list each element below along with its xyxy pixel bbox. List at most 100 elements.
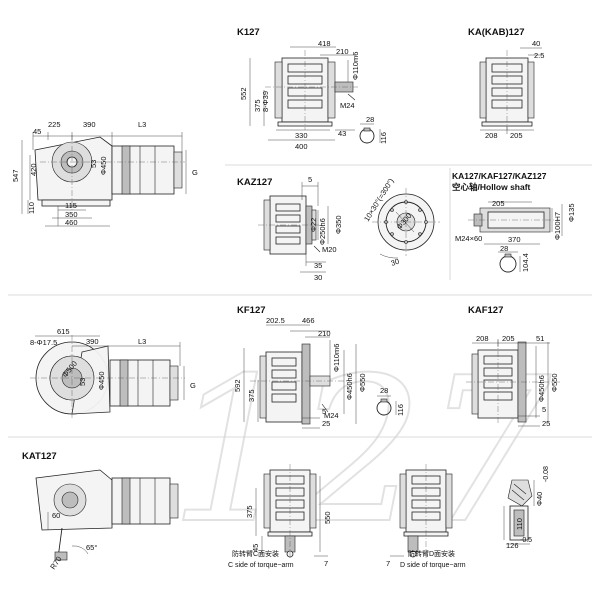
svg-text:45: 45 [33, 127, 41, 136]
svg-text:208: 208 [476, 334, 489, 343]
svg-text:G: G [190, 381, 196, 390]
svg-text:-0.08: -0.08 [543, 466, 550, 482]
svg-text:51: 51 [536, 334, 544, 343]
kat127-d-dims: 7 防转臂D面安装 D side of torque−arm [386, 549, 466, 569]
k127-shaft-detail [359, 123, 381, 144]
svg-text:40: 40 [532, 39, 540, 48]
left-top-dims: 45 225 390 L3 547 420 53 Φ450 G 110 115 … [11, 120, 198, 227]
hollow-dims: 205 Φ135 Φ100H7 M24×60 370 28 104.4 [455, 199, 576, 272]
svg-text:45: 45 [251, 544, 260, 552]
svg-text:Φ550: Φ550 [358, 374, 367, 393]
svg-text:Φ22: Φ22 [309, 218, 318, 232]
kaf127-view [466, 339, 560, 427]
svg-text:M24: M24 [324, 411, 339, 420]
svg-text:552: 552 [239, 87, 248, 100]
svg-text:G: G [192, 168, 198, 177]
svg-text:-0.5: -0.5 [520, 537, 532, 544]
svg-text:28: 28 [380, 386, 388, 395]
svg-text:28: 28 [366, 115, 374, 124]
svg-text:8-Φ17.5: 8-Φ17.5 [30, 338, 57, 347]
svg-text:65°: 65° [86, 543, 97, 552]
svg-text:116: 116 [379, 132, 388, 144]
k127-title: K127 [237, 27, 260, 38]
kat127-left-view [35, 469, 179, 561]
svg-text:Φ550: Φ550 [550, 374, 559, 393]
svg-text:225: 225 [48, 120, 61, 129]
svg-text:Φ450: Φ450 [99, 157, 108, 176]
kaz127-view [258, 182, 329, 273]
svg-text:5: 5 [542, 405, 546, 414]
svg-text:208: 208 [485, 131, 498, 140]
kat127-c-dims: 375 45 550 7 防转臂C面安装 C side of torque−ar… [228, 505, 332, 569]
hollow-subtitle: 空心轴/Hollow shaft [452, 182, 531, 192]
svg-text:615: 615 [57, 327, 70, 336]
c-side-caption-en: C side of torque−arm [228, 562, 294, 569]
svg-text:330: 330 [295, 131, 308, 140]
svg-text:110: 110 [515, 518, 524, 530]
svg-text:5: 5 [308, 175, 312, 184]
svg-text:30: 30 [390, 257, 401, 268]
kat127-d-side-view [390, 464, 453, 560]
svg-text:53: 53 [89, 160, 98, 168]
svg-text:25: 25 [542, 419, 550, 428]
svg-text:43: 43 [338, 129, 346, 138]
kat127-torque-arm-detail [503, 479, 535, 545]
svg-text:7: 7 [324, 559, 328, 568]
svg-text:202.5: 202.5 [266, 316, 285, 325]
ka127-view [479, 47, 542, 134]
k127-view [249, 46, 358, 141]
kf127-title: KF127 [237, 305, 266, 316]
svg-text:116: 116 [396, 404, 405, 416]
svg-text:466: 466 [302, 316, 315, 325]
svg-text:5: 5 [322, 407, 326, 416]
ka127-title: KA(KAB)127 [468, 27, 524, 38]
svg-text:30: 30 [314, 273, 322, 282]
c-side-caption-cn: 防转臂C面安装 [232, 549, 279, 558]
d-side-caption-cn: 防转臂D面安装 [408, 549, 455, 558]
svg-text:M20: M20 [322, 245, 337, 254]
svg-text:25: 25 [322, 419, 330, 428]
svg-text:60: 60 [52, 511, 60, 520]
svg-text:53: 53 [78, 378, 87, 386]
svg-text:205: 205 [502, 334, 515, 343]
svg-text:L3: L3 [138, 120, 146, 129]
svg-text:8-Φ39: 8-Φ39 [261, 91, 270, 112]
d-side-caption-en: D side of torque−arm [400, 562, 466, 569]
kat127-detail-dims: Φ40 -0.08 110 126 -0.5 [506, 466, 550, 550]
k127-dims: 418 210 Φ110m6 552 375 8-Φ39 M24 28 116 … [239, 39, 388, 151]
svg-text:Φ450h6: Φ450h6 [537, 375, 546, 402]
svg-text:Φ250h6: Φ250h6 [318, 218, 327, 245]
svg-text:126: 126 [506, 541, 519, 550]
svg-text:Φ135: Φ135 [567, 204, 576, 223]
svg-text:418: 418 [318, 39, 331, 48]
svg-text:390: 390 [83, 120, 96, 129]
kf127-dims: 202.5 466 210 Φ110m6 592 375 Φ450h6 Φ550… [233, 316, 405, 428]
svg-text:210: 210 [318, 329, 331, 338]
svg-text:Φ450: Φ450 [97, 372, 106, 391]
left-mid-view [30, 335, 185, 420]
svg-text:547: 547 [11, 169, 20, 182]
left-top-view [21, 132, 187, 227]
svg-text:2.5: 2.5 [534, 51, 544, 60]
kat127-c-side-view [255, 464, 328, 560]
svg-text:550: 550 [323, 511, 332, 524]
svg-text:Φ110m6: Φ110m6 [351, 52, 360, 80]
svg-text:Φ350: Φ350 [334, 216, 343, 235]
svg-text:210: 210 [336, 47, 349, 56]
svg-text:L3: L3 [138, 337, 146, 346]
svg-text:375: 375 [247, 389, 256, 402]
svg-text:Φ450h6: Φ450h6 [345, 373, 354, 400]
svg-text:110: 110 [27, 202, 36, 214]
kaz127-flange-view [372, 188, 440, 259]
svg-text:370: 370 [508, 235, 521, 244]
kf127-view [243, 324, 357, 429]
svg-text:M24×60: M24×60 [455, 234, 482, 243]
svg-text:M24: M24 [340, 101, 355, 110]
svg-text:104.4: 104.4 [521, 253, 530, 272]
hollow-shaft-view [468, 201, 563, 273]
svg-text:Φ40: Φ40 [535, 492, 544, 506]
ka127-dims: 40 2.5 208 205 [485, 39, 544, 140]
kaf127-dims: 208 205 51 Φ450h6 Φ550 5 25 [476, 334, 559, 428]
svg-text:592: 592 [233, 379, 242, 392]
